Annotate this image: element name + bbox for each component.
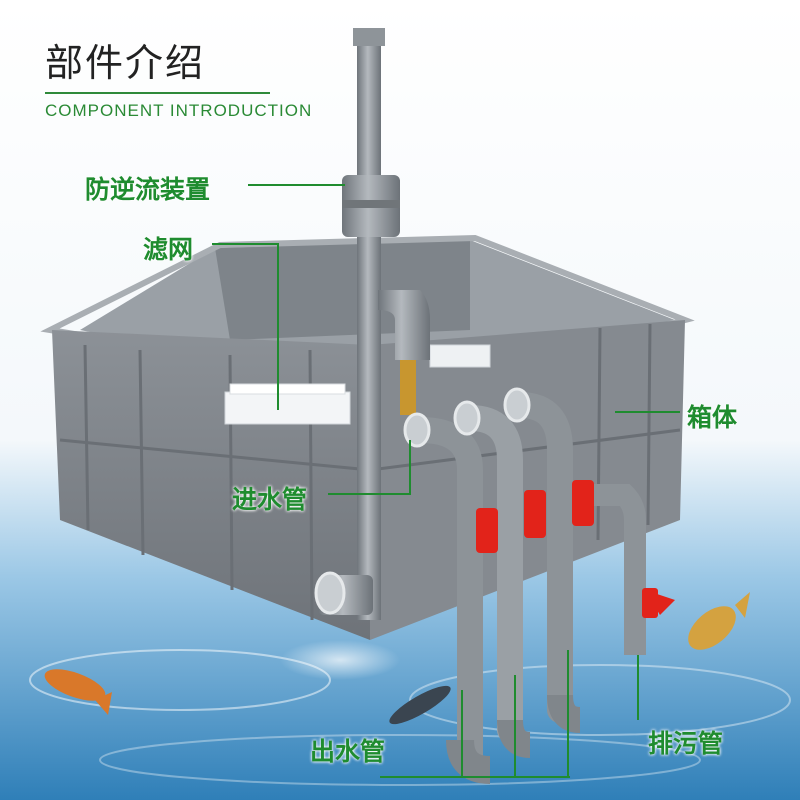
box-inner (215, 240, 470, 340)
title-divider (45, 92, 270, 94)
outlet-pipe-group (403, 387, 582, 784)
filter-mesh-line (212, 243, 279, 410)
water-ripple (409, 664, 791, 736)
dark-fish (389, 685, 451, 725)
elbow-fitting (378, 290, 430, 360)
filter-mesh-blocks (224, 344, 491, 425)
box-ribs (59, 323, 681, 621)
koi-fish-left (44, 669, 112, 715)
brass-fitting (400, 360, 416, 415)
label-filter-mesh: 滤网 (143, 235, 194, 264)
pipe-cap (353, 28, 385, 46)
label-anti-backflow: 防逆流装置 (85, 175, 211, 204)
box-right-face (370, 320, 685, 640)
koi-fish-right (688, 592, 750, 650)
check-valve-ring (342, 200, 400, 208)
page-title: 部件介绍 (45, 41, 206, 85)
page-subtitle: COMPONENT INTRODUCTION (45, 101, 313, 120)
callout-lines (212, 184, 680, 778)
red-valve-handles (476, 480, 675, 618)
anti-backflow-pipe (357, 30, 381, 620)
drain-pipe (590, 484, 646, 655)
water-ripple (99, 734, 701, 786)
label-drain-pipe: 排污管 (648, 729, 724, 758)
water-ripple (29, 649, 331, 711)
label-inlet-pipe: 进水管 (232, 485, 308, 514)
water-splash (280, 640, 400, 680)
inlet-port-ring (314, 571, 346, 615)
inlet-pipe-line (328, 440, 411, 495)
label-outlet-pipe: 出水管 (310, 737, 386, 766)
label-box-body: 箱体 (687, 403, 738, 432)
